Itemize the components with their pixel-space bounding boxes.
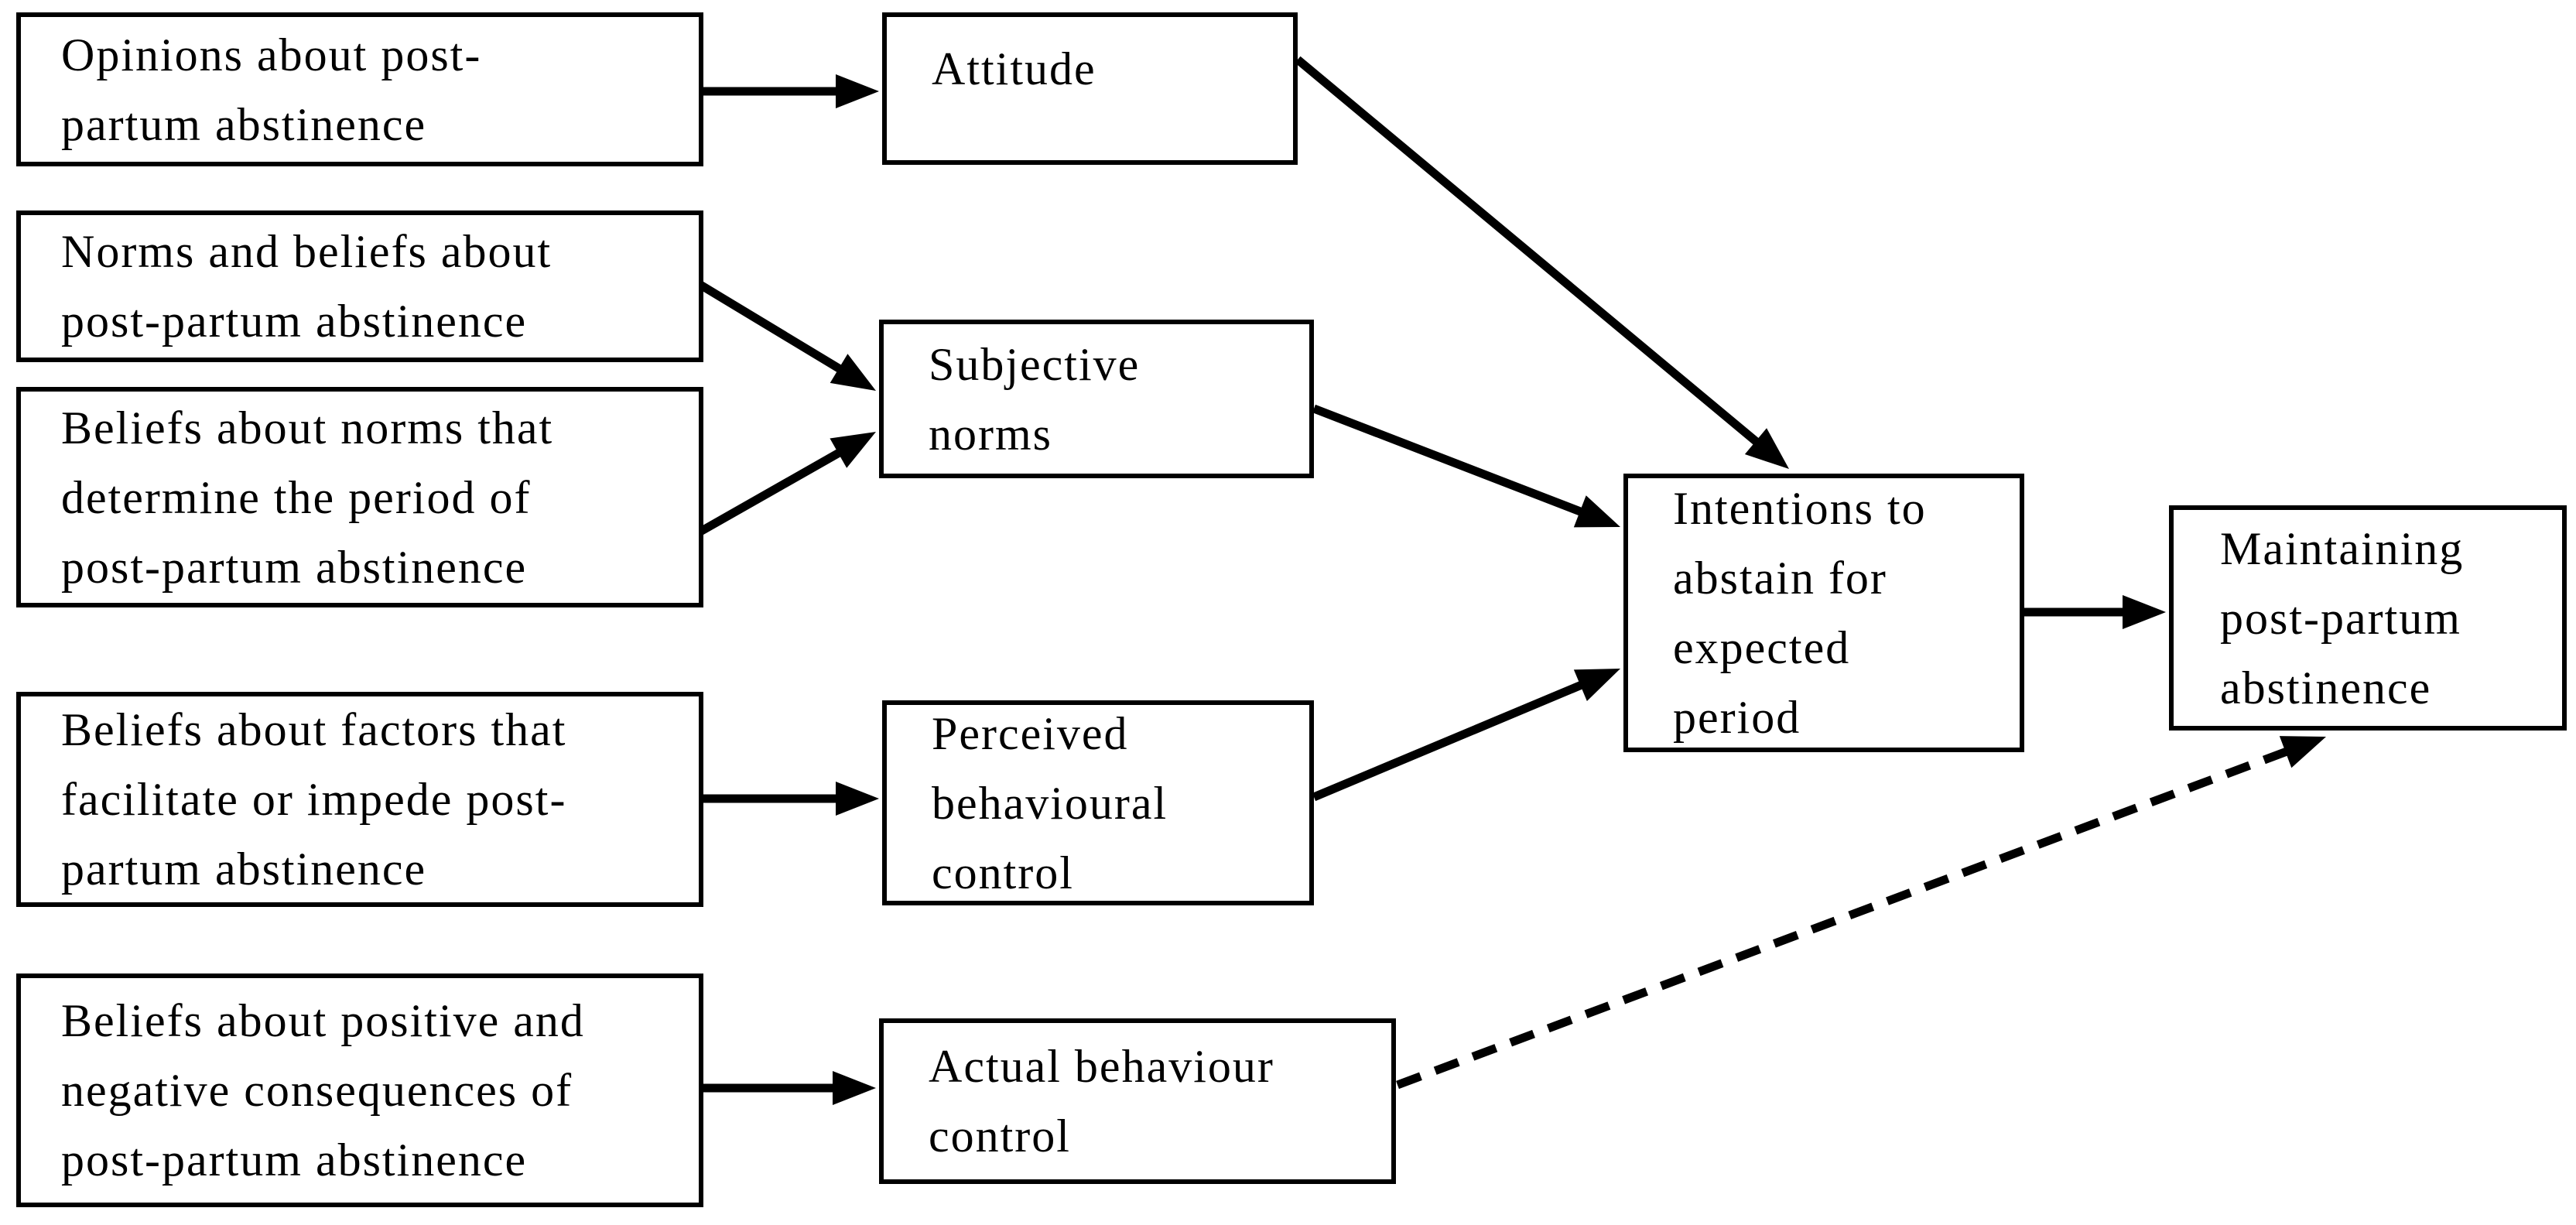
node-text-line: expected — [1673, 622, 1851, 673]
node-text-line: post-partum abstinence — [61, 541, 528, 593]
node-beliefs-about-norms-period: Beliefs about norms that determine the p… — [16, 387, 703, 607]
node-norms-and-beliefs: Norms and beliefs about post-partum abst… — [16, 210, 703, 362]
node-text-line: Beliefs about positive and — [61, 995, 585, 1046]
node-subjective-norms: Subjective norms — [879, 320, 1314, 478]
node-attitude: Attitude — [882, 12, 1298, 165]
node-perceived-behavioural-control: Perceived behavioural control — [882, 700, 1314, 905]
node-text-line: post-partum — [2220, 592, 2461, 644]
arrow-factors-to-perceived — [703, 782, 879, 816]
arrow-norms-period-to-subjective — [698, 432, 876, 536]
node-maintaining-post-partum-abstinence: Maintaining post-partum abstinence — [2169, 505, 2567, 731]
node-text-line: abstain for — [1673, 553, 1887, 604]
node-text-line: post-partum abstinence — [61, 1134, 528, 1186]
node-text-line: post-partum abstinence — [61, 296, 528, 347]
node-opinions-about-post-partum-abstinence: Opinions about post- partum abstinence — [16, 12, 703, 166]
arrow-perceived-to-intentions — [1312, 669, 1620, 802]
node-text-line: Maintaining — [2220, 522, 2465, 574]
node-text-line: Opinions about post- — [61, 29, 482, 80]
node-text-line: partum abstinence — [61, 843, 427, 895]
node-text-line: Actual behaviour — [929, 1041, 1274, 1092]
node-text-line: determine the period of — [61, 471, 532, 523]
node-text-line: behavioural — [932, 777, 1168, 829]
arrow-opinions-to-attitude — [703, 74, 879, 108]
node-text-line: Attitude — [932, 43, 1096, 94]
node-text-line: Subjective — [929, 338, 1141, 390]
node-text-line: facilitate or impede post- — [61, 774, 567, 825]
node-text-line: control — [929, 1110, 1071, 1162]
node-text-line: negative consequences of — [61, 1065, 573, 1116]
node-intentions-to-abstain: Intentions to abstain for expected perio… — [1623, 474, 2024, 752]
node-text-line: period — [1673, 692, 1801, 743]
node-text-line: Intentions to — [1673, 483, 1927, 534]
node-text-line: Beliefs about norms that — [61, 402, 554, 453]
node-text-line: Perceived — [932, 707, 1129, 759]
arrow-norms-beliefs-to-subjective — [698, 281, 876, 391]
node-text-line: abstinence — [2220, 662, 2432, 713]
node-actual-behaviour-control: Actual behaviour control — [879, 1018, 1396, 1184]
node-text-line: Norms and beliefs about — [61, 226, 552, 277]
arrow-consequences-to-actual — [703, 1071, 876, 1105]
node-text-line: Beliefs about factors that — [61, 704, 567, 755]
node-text-line: control — [932, 847, 1074, 898]
node-text-line: partum abstinence — [61, 98, 427, 150]
arrow-attitude-to-intentions — [1295, 56, 1789, 469]
arrow-subjective-to-intentions — [1312, 404, 1620, 528]
node-beliefs-about-factors: Beliefs about factors that facilitate or… — [16, 692, 703, 907]
arrow-intentions-to-maintaining — [2024, 595, 2166, 629]
arrow-actual-to-maintaining — [1396, 736, 2326, 1090]
node-beliefs-about-consequences: Beliefs about positive and negative cons… — [16, 973, 703, 1207]
node-text-line: norms — [929, 408, 1052, 460]
